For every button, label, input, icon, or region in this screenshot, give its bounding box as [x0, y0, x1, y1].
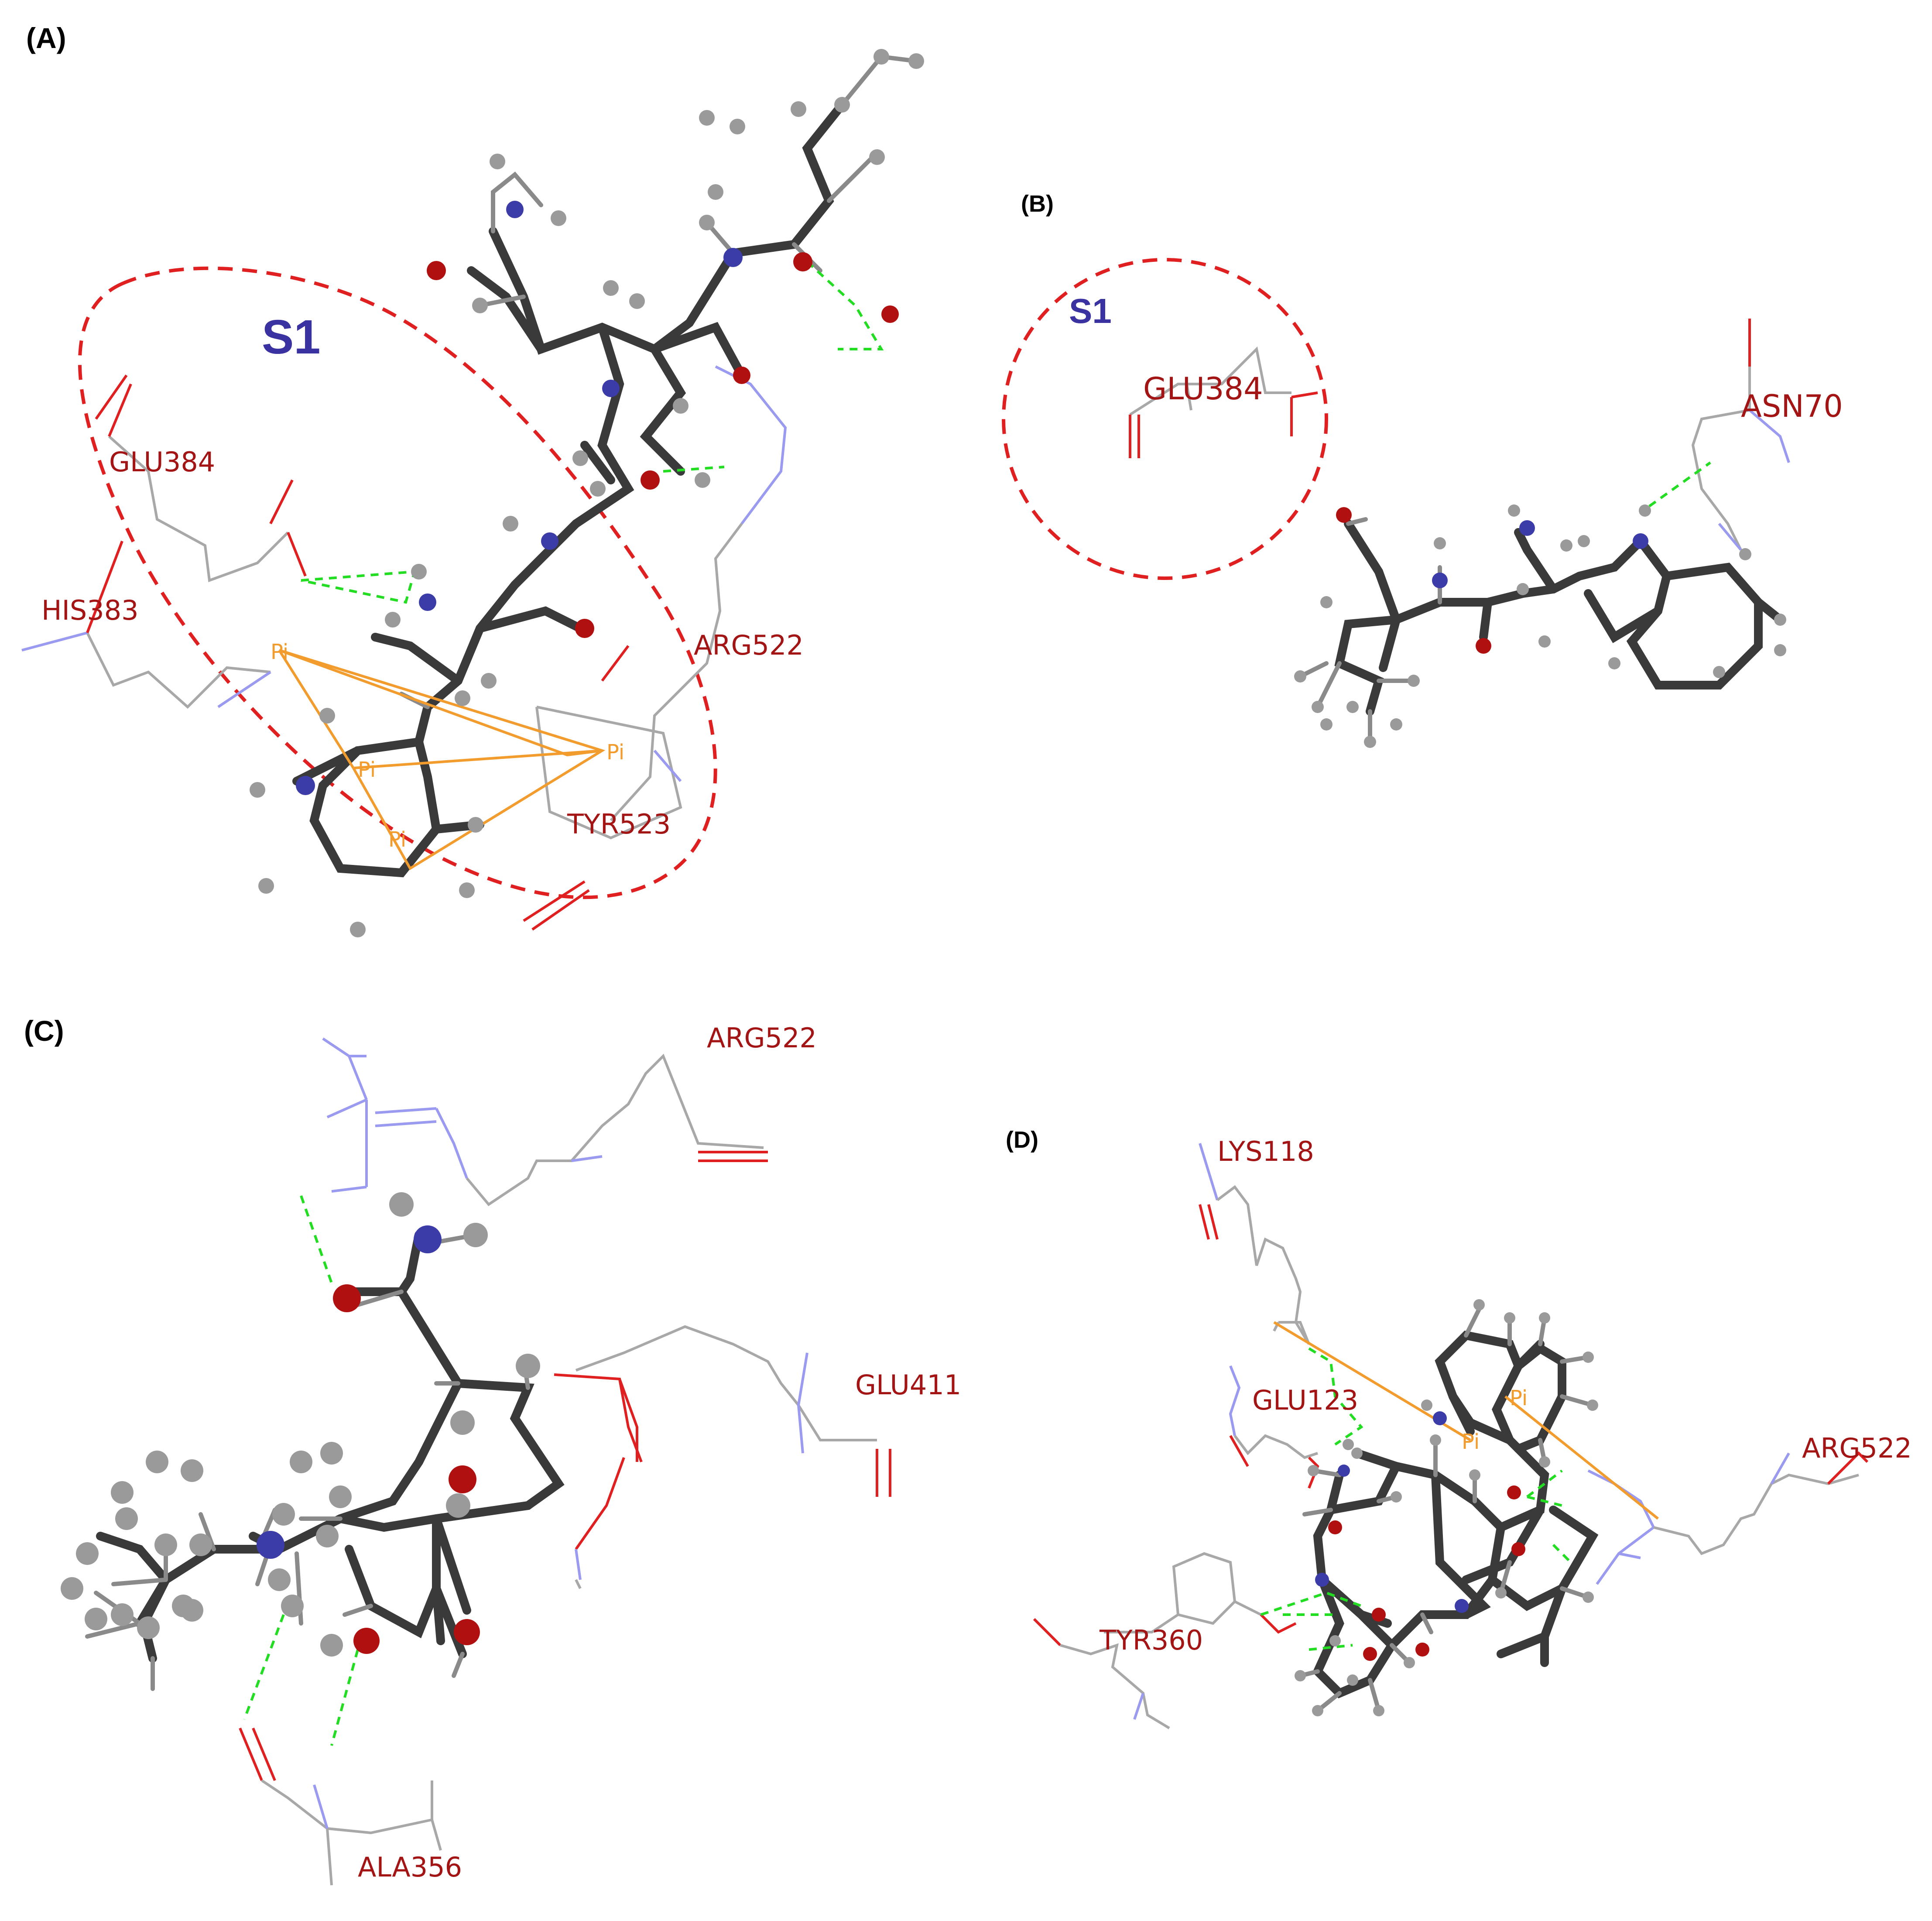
panel-a-residue-wires — [21, 365, 787, 931]
panel-a-residue-his383: HIS383 — [41, 594, 139, 626]
panel-b-atoms — [1294, 504, 1786, 748]
panel-a-residue-tyr523: TYR523 — [567, 808, 671, 840]
panel-a-letter: (A) — [26, 22, 66, 54]
panel-b-s1-pocket-outline — [1002, 258, 1328, 580]
panel-d-letter: (D) — [1006, 1127, 1038, 1153]
panel-a-pi-label-2: Pi — [358, 758, 376, 782]
panel-d-atoms — [1295, 1299, 1598, 1716]
panel-d: (D) — [1006, 1127, 1912, 1729]
panel-d-pi-label-1: Pi — [1462, 1430, 1480, 1454]
panel-c-residue-arg522: ARG522 — [707, 1022, 817, 1054]
panel-d-residue-tyr360: TYR360 — [1099, 1624, 1203, 1656]
panel-b: (B) S1 — [1002, 191, 1843, 748]
panel-a-interactions — [278, 261, 884, 871]
panel-a-pi-label-3: Pi — [606, 740, 624, 765]
panel-d-residue-arg522: ARG522 — [1802, 1432, 1912, 1464]
panel-b-letter: (B) — [1021, 191, 1054, 217]
panel-a-s1-pocket-outline — [78, 266, 717, 899]
panel-c: (C) — [24, 1015, 961, 1886]
panel-a-residue-arg522: ARG522 — [694, 629, 804, 661]
panel-d-residue-wires — [1033, 1143, 1869, 1729]
panel-d-residue-glu123: GLU123 — [1252, 1384, 1358, 1416]
panel-d-ligand — [1298, 1307, 1599, 1713]
panel-c-interactions — [243, 1195, 359, 1746]
panel-b-residue-wires — [1129, 319, 1790, 551]
panel-a-residue-glu384: GLU384 — [109, 446, 215, 478]
panel-b-ligand — [1298, 517, 1785, 744]
panel-c-residue-wires — [239, 1037, 891, 1886]
panel-c-letter: (C) — [24, 1015, 64, 1047]
panel-a-atoms — [250, 49, 924, 937]
panel-d-residue-lys118: LYS118 — [1217, 1135, 1314, 1167]
panel-b-residue-glu384: GLU384 — [1143, 371, 1263, 407]
panel-c-residue-ala356: ALA356 — [358, 1851, 462, 1883]
panel-a-pi-label-1: Pi — [271, 640, 288, 664]
panel-d-pi-label-2: Pi — [1510, 1386, 1528, 1410]
panel-b-interactions — [1648, 461, 1711, 508]
panel-a-site-label: S1 — [262, 310, 321, 364]
panel-b-site-label: S1 — [1069, 292, 1112, 330]
panel-a-pi-label-4: Pi — [388, 827, 406, 852]
panel-c-residue-glu411: GLU411 — [855, 1369, 961, 1401]
panel-b-residue-asn70: ASN70 — [1741, 388, 1843, 424]
panel-c-atoms — [61, 1192, 540, 1657]
panel-a: (A) S1 — [21, 22, 924, 937]
